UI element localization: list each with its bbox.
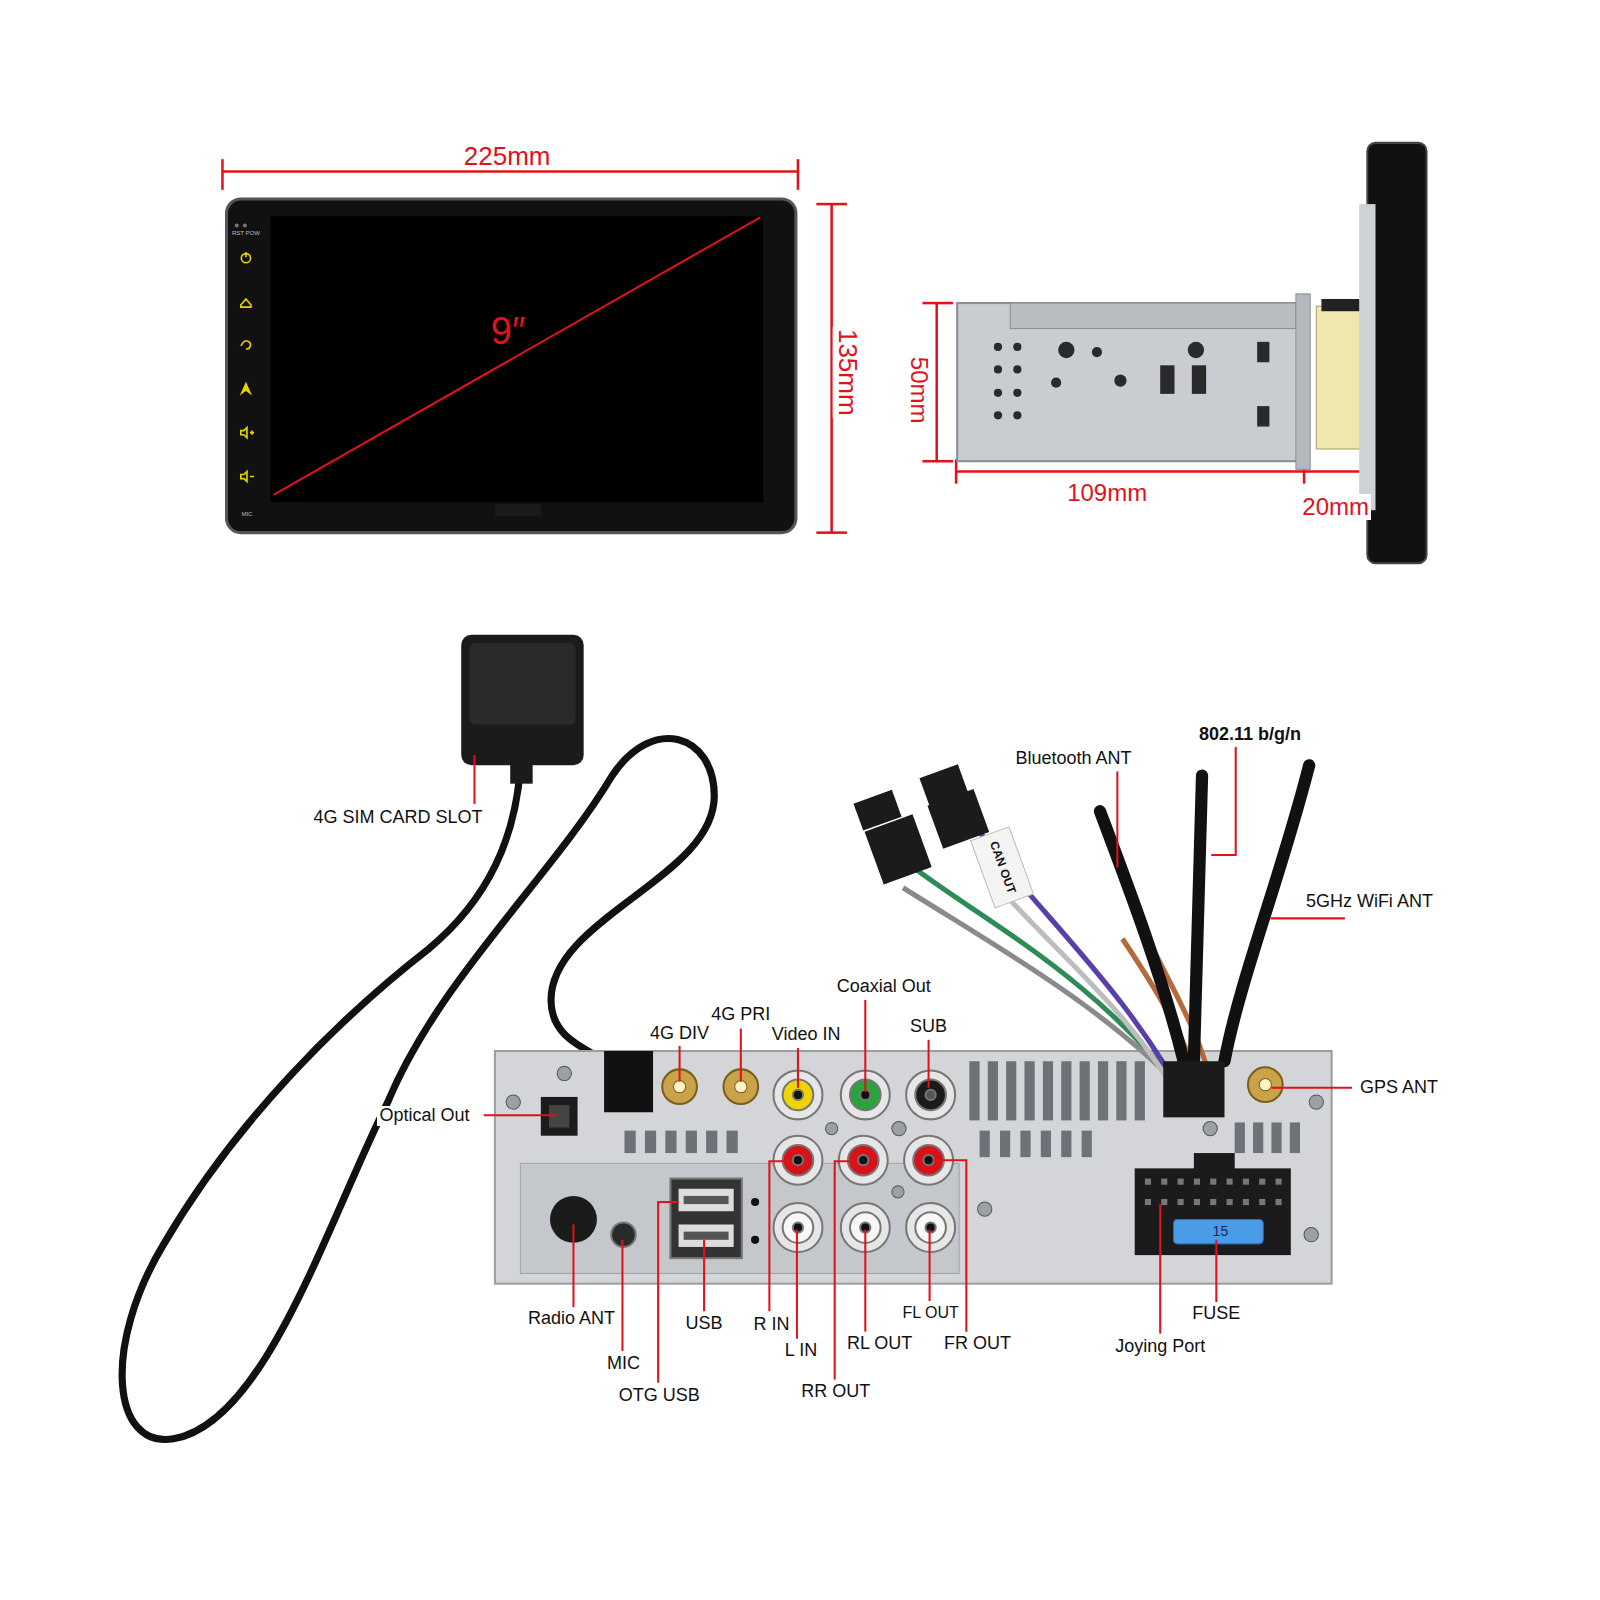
dimension-label: 135mm [833,327,862,418]
callout-label: USB [684,1314,725,1334]
callout-label: 4G DIV [648,1024,711,1044]
callout-label: 4G PRI [709,1005,772,1025]
callout-label: Coaxial Out [835,977,933,997]
callout-label: RL OUT [845,1334,914,1354]
callout-label: Radio ANT [526,1309,617,1329]
callout-label: L IN [783,1341,819,1361]
screen-size-label: 9″ [489,311,528,353]
fuse-rating: 15 [1211,1224,1231,1239]
callout-label: SUB [908,1017,949,1037]
callout-label: RR OUT [799,1382,872,1402]
callout-label: FUSE [1190,1304,1242,1324]
dimension-label: 225mm [462,142,553,171]
callout-label: 4G SIM CARD SLOT [311,808,484,828]
callout-label: OTG USB [617,1386,702,1406]
callout-label: Joying Port [1113,1337,1207,1357]
callout-label: 802.11 b/g/n [1197,725,1303,745]
panel-marking: MIC [239,511,254,518]
callout-label: FL OUT [900,1304,960,1322]
dimension-label: 20mm [1300,494,1371,520]
callout-label: Bluetooth ANT [1013,749,1133,769]
callout-label: R IN [751,1315,791,1335]
callout-label: Video IN [770,1025,843,1045]
dimension-label: 109mm [1065,480,1149,506]
callout-label: MIC [605,1354,642,1374]
callout-label: FR OUT [942,1334,1013,1354]
panel-marking: RST POW [230,230,262,237]
callout-label: GPS ANT [1358,1078,1440,1098]
dimension-label: 50mm [905,354,931,425]
callout-label: Optical Out [377,1106,471,1126]
callout-label: 5GHz WiFi ANT [1304,892,1435,912]
